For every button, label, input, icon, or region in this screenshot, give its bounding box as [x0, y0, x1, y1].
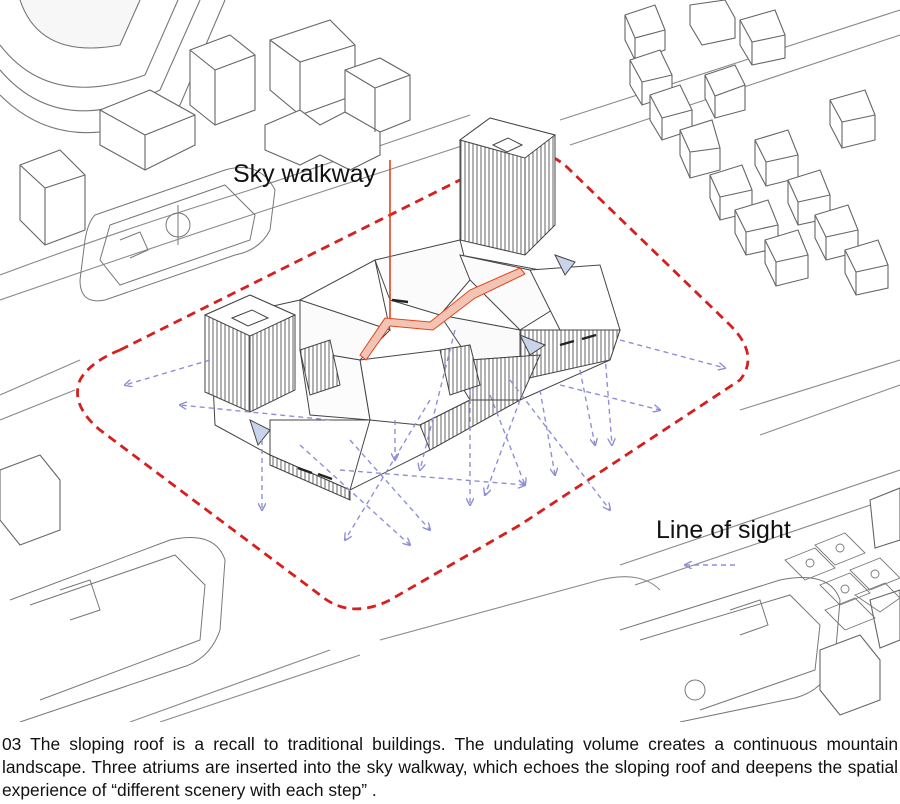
sight-arrow [349, 439, 430, 530]
context-buildings-left [19, 19, 411, 246]
site-boundary [76, 150, 750, 611]
sight-arrow [509, 379, 610, 510]
sports-fields [9, 167, 841, 722]
basketball-courts [784, 532, 900, 631]
main-building [203, 117, 621, 501]
sight-arrow [345, 399, 431, 540]
sight-arrow [579, 369, 595, 445]
sight-arrow [539, 389, 555, 475]
sight-arrow [604, 354, 612, 445]
figure-caption: 03 The sloping roof is a recall to tradi… [2, 734, 898, 800]
sky-walkway-label: Sky walkway [233, 160, 377, 188]
sight-lines [125, 329, 725, 545]
sight-arrow [125, 359, 211, 385]
sight-arrow [559, 384, 660, 410]
sight-arrow [485, 399, 521, 495]
sight-arrow [619, 339, 725, 368]
sight-arrow [180, 405, 331, 421]
axonometric-diagram [0, 0, 900, 722]
sight-arrow [299, 444, 410, 545]
sight-arrow [489, 394, 525, 485]
sight-arrow [420, 329, 456, 470]
sight-arrow [339, 469, 525, 485]
line-of-sight-label: Line of sight [656, 516, 791, 544]
context-buildings-right [0, 0, 900, 716]
